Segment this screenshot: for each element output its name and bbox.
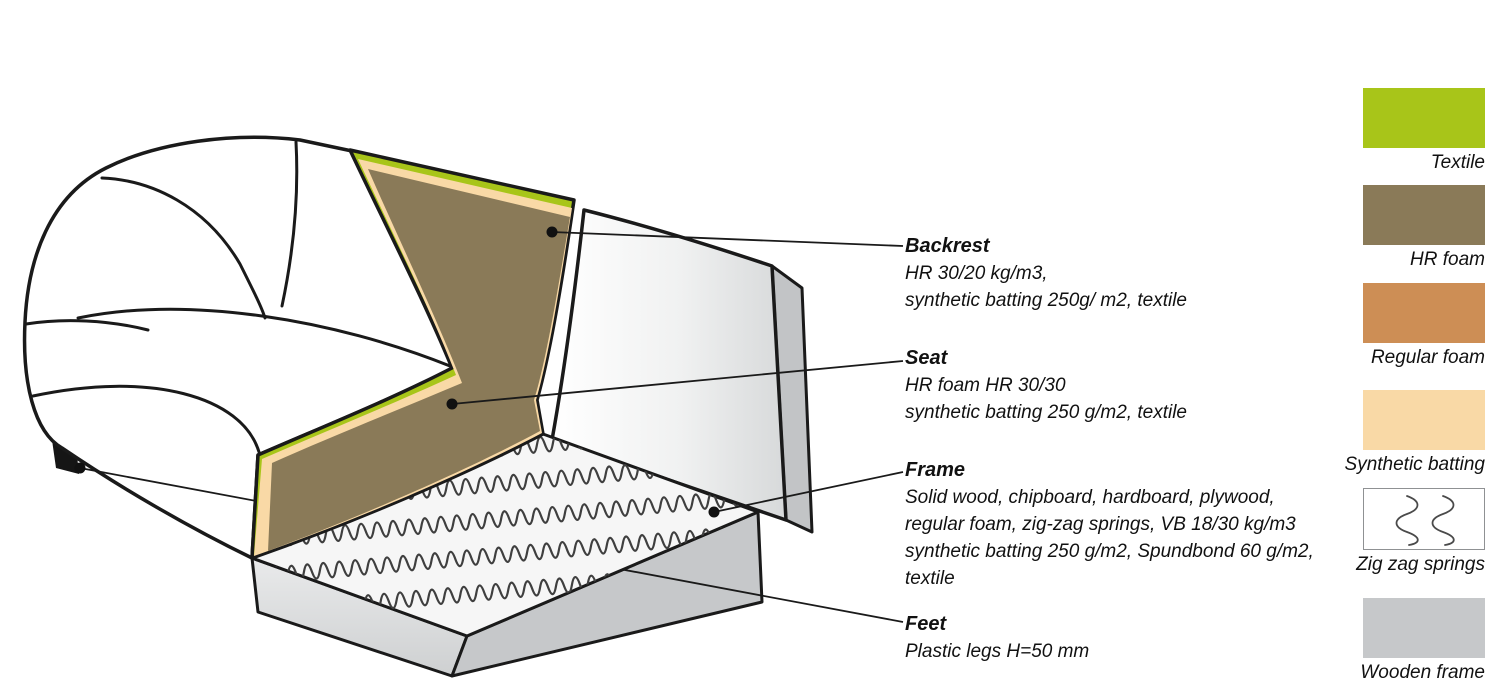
hr-foam-swatch (1363, 185, 1485, 245)
callout-backrest-line: synthetic batting 250g/ m2, textile (905, 290, 1187, 311)
leader-dots (74, 226, 720, 518)
callout-backrest-title: Backrest (905, 235, 990, 257)
legend-entry-textile: Textile (1305, 88, 1485, 175)
callout-frame-title: Frame (905, 459, 966, 481)
callout-seat: Seat HR foam HR 30/30 synthetic batting … (905, 344, 1355, 426)
callout-feet: Feet Plastic legs H=50 mm (905, 610, 1355, 665)
textile-swatch (1363, 88, 1485, 148)
legend-entry-wooden-frame: Wooden frame (1305, 598, 1485, 685)
synthetic-batting-swatch (1363, 390, 1485, 450)
legend-entry-synthetic-batting: Synthetic batting (1305, 390, 1485, 477)
leader-dot-backrest (546, 226, 558, 238)
legend-entry-hr-foam: HR foam (1305, 185, 1485, 272)
wooden-frame-swatch (1363, 598, 1485, 658)
callout-frame-line: Solid wood, chipboard, hardboard, plywoo… (905, 487, 1275, 508)
seat-front-edge (31, 384, 261, 454)
legend-label-synthetic-batting: Synthetic batting (1344, 454, 1485, 475)
callout-frame-line: textile (905, 568, 955, 589)
callout-feet-line: Plastic legs H=50 mm (905, 641, 1090, 662)
leader-dot-seat (446, 398, 458, 410)
leader-dot-frame (708, 506, 720, 518)
legend-label-zig-zag-springs: Zig zag springs (1356, 554, 1485, 575)
zig-zag-springs-swatch (1363, 488, 1485, 550)
callout-seat-line: synthetic batting 250 g/m2, textile (905, 402, 1187, 423)
leader-line-backrest (551, 231, 904, 247)
armrest-front-edge (24, 319, 150, 332)
legend-entry-regular-foam: Regular foam (1305, 283, 1485, 370)
seat-back-edge (76, 307, 452, 368)
callout-frame-line: regular foam, zig-zag springs, VB 18/30 … (905, 514, 1296, 535)
hr-foam-layer (268, 169, 570, 551)
leader-lines (451, 231, 904, 513)
legend-label-hr-foam: HR foam (1410, 249, 1485, 270)
callout-feet-title: Feet (905, 613, 947, 635)
legend-entry-zig-zag-springs: Zig zag springs (1305, 488, 1485, 577)
spring-squiggle-icon (1395, 495, 1455, 546)
regular-foam-swatch (1363, 283, 1485, 343)
callout-frame-line: synthetic batting 250 g/m2, Spundbond 60… (905, 541, 1314, 562)
callout-seat-line: HR foam HR 30/30 (905, 375, 1066, 396)
legend-label-wooden-frame: Wooden frame (1360, 662, 1485, 683)
legend-label-regular-foam: Regular foam (1370, 347, 1485, 368)
legend-label-textile: Textile (1430, 152, 1485, 173)
leader-line-frame (713, 471, 904, 513)
callout-seat-title: Seat (905, 347, 948, 369)
callout-frame: Frame Solid wood, chipboard, hardboard, … (905, 456, 1355, 592)
callout-backrest: Backrest HR 30/20 kg/m3, synthetic batti… (905, 232, 1355, 314)
armrest-inner-curve (100, 176, 267, 320)
backrest-seam (280, 140, 299, 308)
callout-backrest-line: HR 30/20 kg/m3, (905, 263, 1048, 284)
leader-line-seat (451, 360, 904, 405)
leader-dot-feet (74, 462, 86, 474)
